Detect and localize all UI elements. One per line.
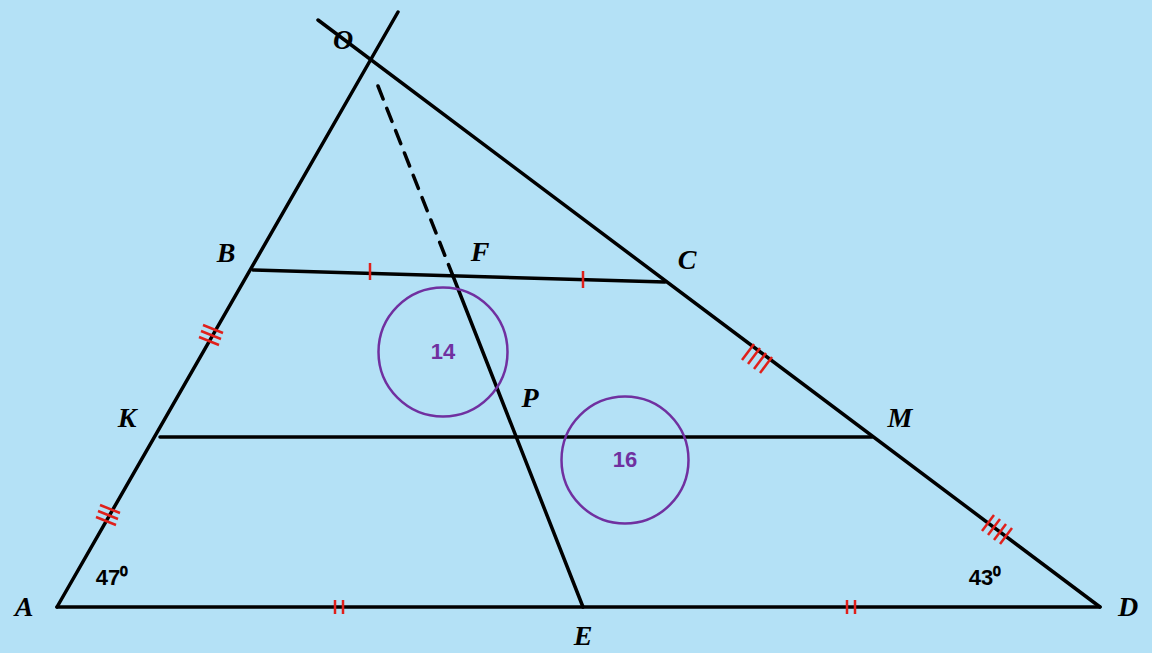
point-label: C [678,246,697,274]
angle-label: 43⁰ [969,567,1001,589]
point-label: D [1118,593,1138,621]
point-label: E [574,622,593,650]
dashed-line [378,86,453,276]
value-number: 16 [613,447,637,473]
base-line [253,270,665,282]
angle-label: 47⁰ [96,567,128,589]
point-label: F [471,238,490,266]
point-label: M [888,404,913,432]
value-circle: 14 [377,286,509,418]
tick-marks [96,263,1012,614]
side-line [318,20,1100,607]
point-label: K [118,404,137,432]
value-number: 14 [431,339,455,365]
point-label: A [15,593,34,621]
point-label: P [521,384,538,412]
side-line [57,12,398,607]
point-label: O [333,26,353,54]
value-circle: 16 [560,395,690,525]
base-line [57,605,1100,609]
point-label: B [217,239,236,267]
